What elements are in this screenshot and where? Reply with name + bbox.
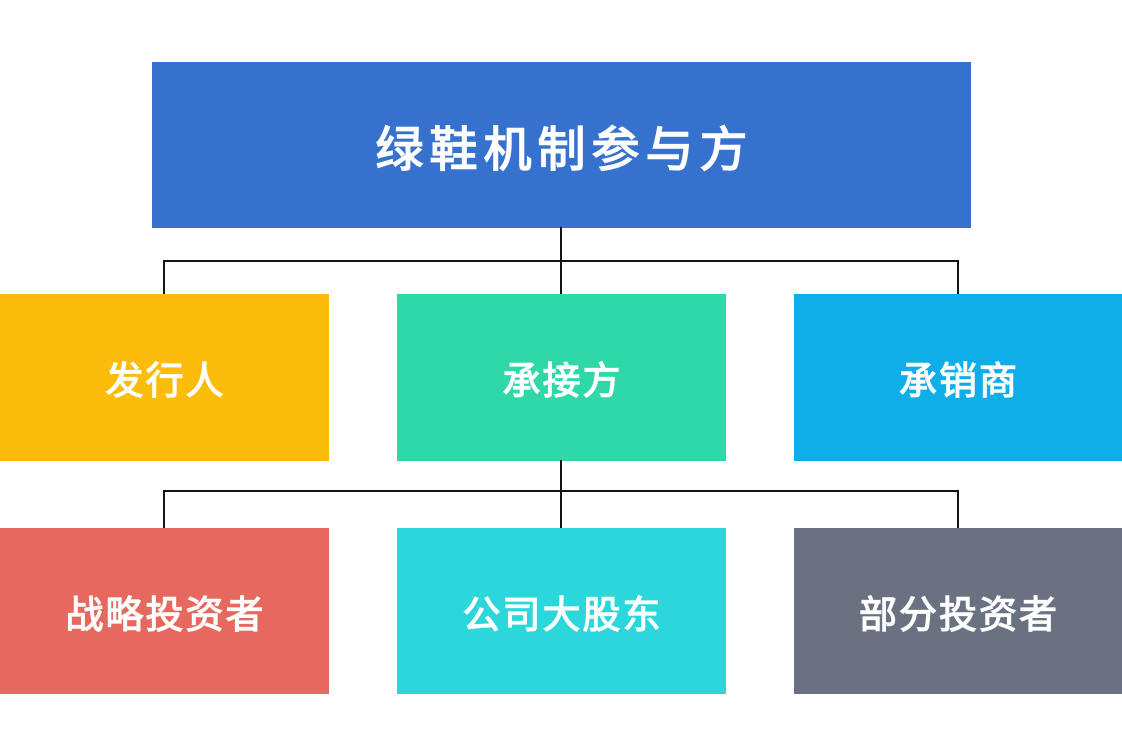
node-undertaker: 承接方 [397,294,726,461]
node-partial-investors: 部分投资者 [794,528,1122,694]
connector-bottom-drop-right [957,491,959,528]
connector-top-stem [560,227,562,261]
connector-bottom-drop-left [163,491,165,528]
node-company-major-shareholders: 公司大股东 [397,528,726,694]
connector-bottom-drop-middle [560,491,562,528]
connector-top-drop-left [163,261,165,294]
node-green-shoe-participants: 绿鞋机制参与方 [152,62,971,228]
node-underwriter: 承销商 [794,294,1122,461]
node-issuer: 发行人 [0,294,329,461]
connector-bottom-stem [560,460,562,491]
connector-top-drop-middle [560,261,562,294]
connector-top-drop-right [957,261,959,294]
node-strategic-investors: 战略投资者 [0,528,329,694]
